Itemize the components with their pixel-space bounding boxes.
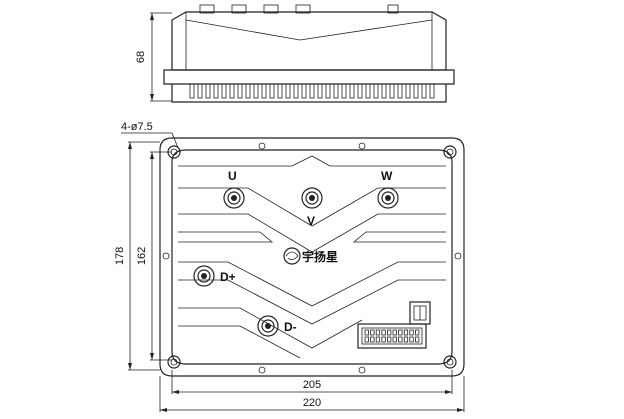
heatsink-fin	[421, 83, 427, 99]
width-outer-dim: 220	[303, 397, 321, 409]
terminal-u-label: U	[228, 169, 237, 183]
terminal-v-label: V	[307, 214, 315, 228]
heatsink-fin	[349, 83, 355, 99]
heatsink-fin	[357, 83, 363, 99]
height-outer-dim: 178	[114, 247, 126, 265]
connector-pin	[364, 336, 369, 343]
side-view: 68	[135, 4, 455, 103]
heatsink-fin	[373, 83, 379, 99]
heatsink-fin	[333, 83, 339, 99]
width-inner-dim: 205	[303, 379, 321, 391]
heatsink-fin	[277, 83, 283, 99]
connector-pin	[381, 336, 386, 343]
connector-pin	[370, 329, 375, 336]
terminal-w-label: W	[381, 169, 393, 183]
connector-pin	[414, 336, 420, 343]
terminal-v: V	[301, 187, 323, 228]
connector-pin	[392, 336, 397, 343]
heatsink-fin	[253, 83, 259, 99]
heatsink-fin	[205, 83, 211, 99]
brand-logo-text: 宇扬星	[302, 249, 338, 264]
heatsink-fin	[317, 83, 323, 99]
heatsink-fin	[245, 83, 251, 99]
heatsink-fin	[197, 83, 203, 99]
side-height-dim: 68	[135, 51, 147, 63]
terminal-dplus-label: D+	[220, 270, 236, 284]
heatsink-fin	[269, 83, 275, 99]
heatsink-fin	[389, 83, 395, 99]
heatsink-fin	[293, 83, 299, 99]
terminal-w: W	[377, 169, 399, 209]
heatsink-fin	[309, 83, 315, 99]
terminal-dminus: D-	[257, 315, 297, 337]
connector-pin	[381, 329, 386, 336]
connector-pin	[375, 329, 381, 336]
heatsink-fin	[285, 83, 291, 99]
connector-pin	[392, 329, 397, 336]
heatsink-fin	[229, 83, 235, 99]
height-inner-dim: 162	[136, 247, 148, 265]
connector-pin	[409, 329, 414, 336]
heatsink-fin	[325, 83, 331, 99]
terminal-u: U	[223, 169, 245, 209]
heatsink-fin	[237, 83, 243, 99]
connector-pin	[370, 336, 375, 343]
heatsink-fin	[341, 83, 347, 99]
heatsink-fin	[261, 83, 267, 99]
connector-pin	[364, 329, 369, 336]
connector-pin	[398, 329, 403, 336]
heatsink-fin	[189, 83, 195, 99]
signal-connector	[357, 301, 431, 349]
connector-pin	[403, 336, 409, 343]
heatsink-fin	[381, 83, 387, 99]
heatsink-fin	[413, 83, 419, 99]
terminal-dminus-label: D-	[284, 320, 297, 334]
heatsink-fin	[397, 83, 403, 99]
terminal-dplus: D+	[193, 265, 236, 287]
heatsink-fin	[405, 83, 411, 99]
heatsink-fin	[365, 83, 371, 99]
connector-pin	[403, 329, 409, 336]
connector-pin	[386, 329, 392, 336]
connector-pin	[414, 329, 420, 336]
brand-logo: 宇扬星	[283, 247, 338, 265]
connector-pin	[375, 336, 381, 343]
connector-pin	[398, 336, 403, 343]
top-view: 4-ø7.5 178 162	[114, 121, 465, 412]
heatsink-fin	[301, 83, 307, 99]
connector-pin	[409, 336, 414, 343]
heatsink-fin	[429, 83, 435, 99]
heatsink-fin	[221, 83, 227, 99]
heatsink-fin	[213, 83, 219, 99]
hole-spec-label: 4-ø7.5	[121, 121, 153, 133]
connector-pin	[386, 336, 392, 343]
